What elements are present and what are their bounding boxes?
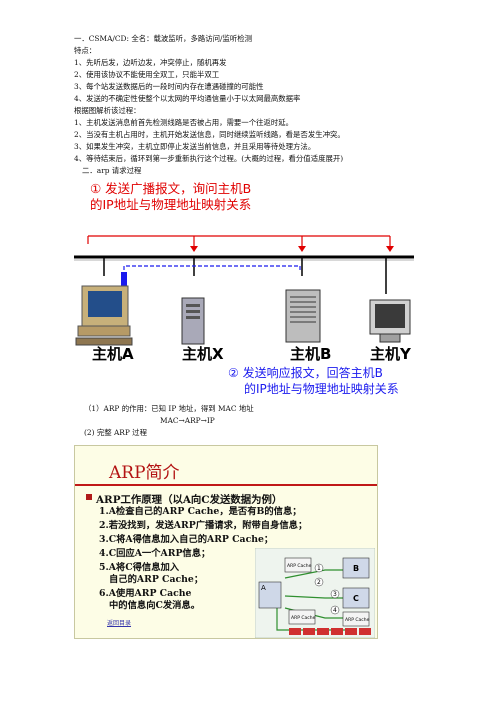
- figure-label-b: B: [353, 564, 359, 573]
- process-step: 4、等待结束后，循环到第一步重新执行这个过程。(大概的过程，看分值适度展开): [74, 154, 344, 163]
- process-step: 3、如果发生冲突，主机立即停止发送当前信息，并且采用等待处理方法。: [74, 142, 316, 151]
- response-path: [123, 265, 301, 272]
- slide-title-rule: [75, 484, 377, 486]
- nav-button[interactable]: [289, 628, 301, 635]
- arp-chain: MAC→ARP→IP: [160, 416, 215, 425]
- process-step: 1、主机发送消息前首先检测线路是否被占用，需要一个往返时延。: [74, 118, 294, 127]
- features-label: 特点：: [74, 46, 97, 55]
- slide-step: 中的信息向C发消息。: [109, 600, 201, 611]
- nav-button[interactable]: [317, 628, 329, 635]
- process-label: 根据图解析该过程：: [74, 106, 141, 115]
- broadcast-arrows: [87, 235, 391, 246]
- svg-text:3: 3: [333, 591, 337, 598]
- nav-button[interactable]: [345, 628, 357, 635]
- monitor-icon: [369, 299, 411, 343]
- svg-text:1: 1: [317, 565, 321, 572]
- host-icon-c: C: [342, 587, 370, 609]
- slide-subtitle: ARP工作原理（以A向C发送数据为例）: [96, 494, 283, 506]
- server-icon: [285, 289, 321, 343]
- slide-step: 自己的ARP Cache；: [109, 574, 204, 585]
- feature-item: 4、发送的不确定性使整个以太网的平均通信量小于以太网最高数据率: [74, 94, 301, 103]
- arp-cache-box: ARP Cache: [288, 609, 316, 625]
- slide-step: 2.若没找到，发送ARP广播请求，附带自身信息；: [99, 520, 308, 531]
- arp-cache-box: ARP Cache: [284, 557, 312, 573]
- slide-step: 1.A检查自己的ARP Cache，是否有B的信息；: [99, 506, 302, 517]
- figure-label-a: A: [261, 584, 266, 592]
- callout2-line1: ② 发送响应报文，回答主机B: [228, 366, 383, 380]
- feature-item: 2、使用该协议不能使用全双工，只能半双工: [74, 70, 220, 79]
- host-y-label: 主机Y: [370, 345, 411, 363]
- host-a-label: 主机A: [92, 345, 134, 363]
- section1-heading: 一．CSMA/CD: 全名：载波监听，多路访问/监听检测: [74, 34, 253, 43]
- nav-button[interactable]: [303, 628, 315, 635]
- slide-step: 3.C将A得信息加入自己的ARP Cache；: [99, 534, 274, 545]
- process-step: 2、当没有主机占用时，主机开始发送信息，同时继续监听线路，看是否发生冲突。: [74, 130, 345, 139]
- feature-item: 1、先听后发，边听边发，冲突停止，随机再发: [74, 58, 227, 67]
- figure-label-cache: ARP Cache: [291, 615, 316, 621]
- host-x-label: 主机X: [182, 345, 224, 363]
- arp-purpose: （1）ARP 的作用：已知 IP 地址，得到 MAC 地址: [84, 404, 254, 413]
- server-tower-icon: [181, 297, 205, 345]
- slide-title: ARP简介: [109, 463, 180, 483]
- svg-text:2: 2: [317, 579, 321, 586]
- callout1-line1: ① 发送广播报文，询问主机B: [90, 181, 252, 196]
- callout1-line2: 的IP地址与物理地址映射关系: [90, 197, 252, 212]
- arp-cache-figure: A ARP Cache B C ARP Cache ARP Cache 1 2 …: [255, 548, 375, 638]
- feature-item: 3、每个站发送数据后的一段时间内存在遭遇碰撞的可能性: [74, 82, 264, 91]
- arp-diagram: ① 发送广播报文，询问主机B 的IP地址与物理地址映射关系: [74, 176, 414, 424]
- nav-button[interactable]: [331, 628, 343, 635]
- arp-cache-box: ARP Cache: [342, 611, 370, 627]
- network-diagram: [74, 235, 414, 346]
- arp-intro-slide: ARP简介 ARP工作原理（以A向C发送数据为例） 1.A检查自己的ARP Ca…: [74, 445, 378, 639]
- slide-step: 5.A将C得信息加入: [99, 562, 180, 573]
- svg-text:4: 4: [333, 607, 337, 614]
- host-icon-a: A: [258, 581, 282, 609]
- bullet-icon: [86, 494, 92, 500]
- figure-label-cache: ARP Cache: [345, 617, 370, 623]
- nav-button[interactable]: [359, 628, 371, 635]
- figure-label-c: C: [353, 594, 359, 603]
- back-to-contents-link[interactable]: 返回目录: [107, 620, 132, 627]
- arp-full-process-label: (2) 完整 ARP 过程: [84, 428, 147, 437]
- figure-label-cache: ARP Cache: [287, 563, 312, 569]
- section2-heading: 二．arp 请求过程: [82, 166, 142, 175]
- slide-step: 6.A使用ARP Cache: [99, 588, 192, 599]
- host-b-label: 主机B: [290, 345, 332, 363]
- callout2-line2: 的IP地址与物理地址映射关系: [244, 382, 399, 396]
- slide-step: 4.C回应A一个ARP信息；: [99, 548, 211, 559]
- host-icon-b: B: [342, 557, 370, 579]
- computer-icon: [75, 285, 133, 346]
